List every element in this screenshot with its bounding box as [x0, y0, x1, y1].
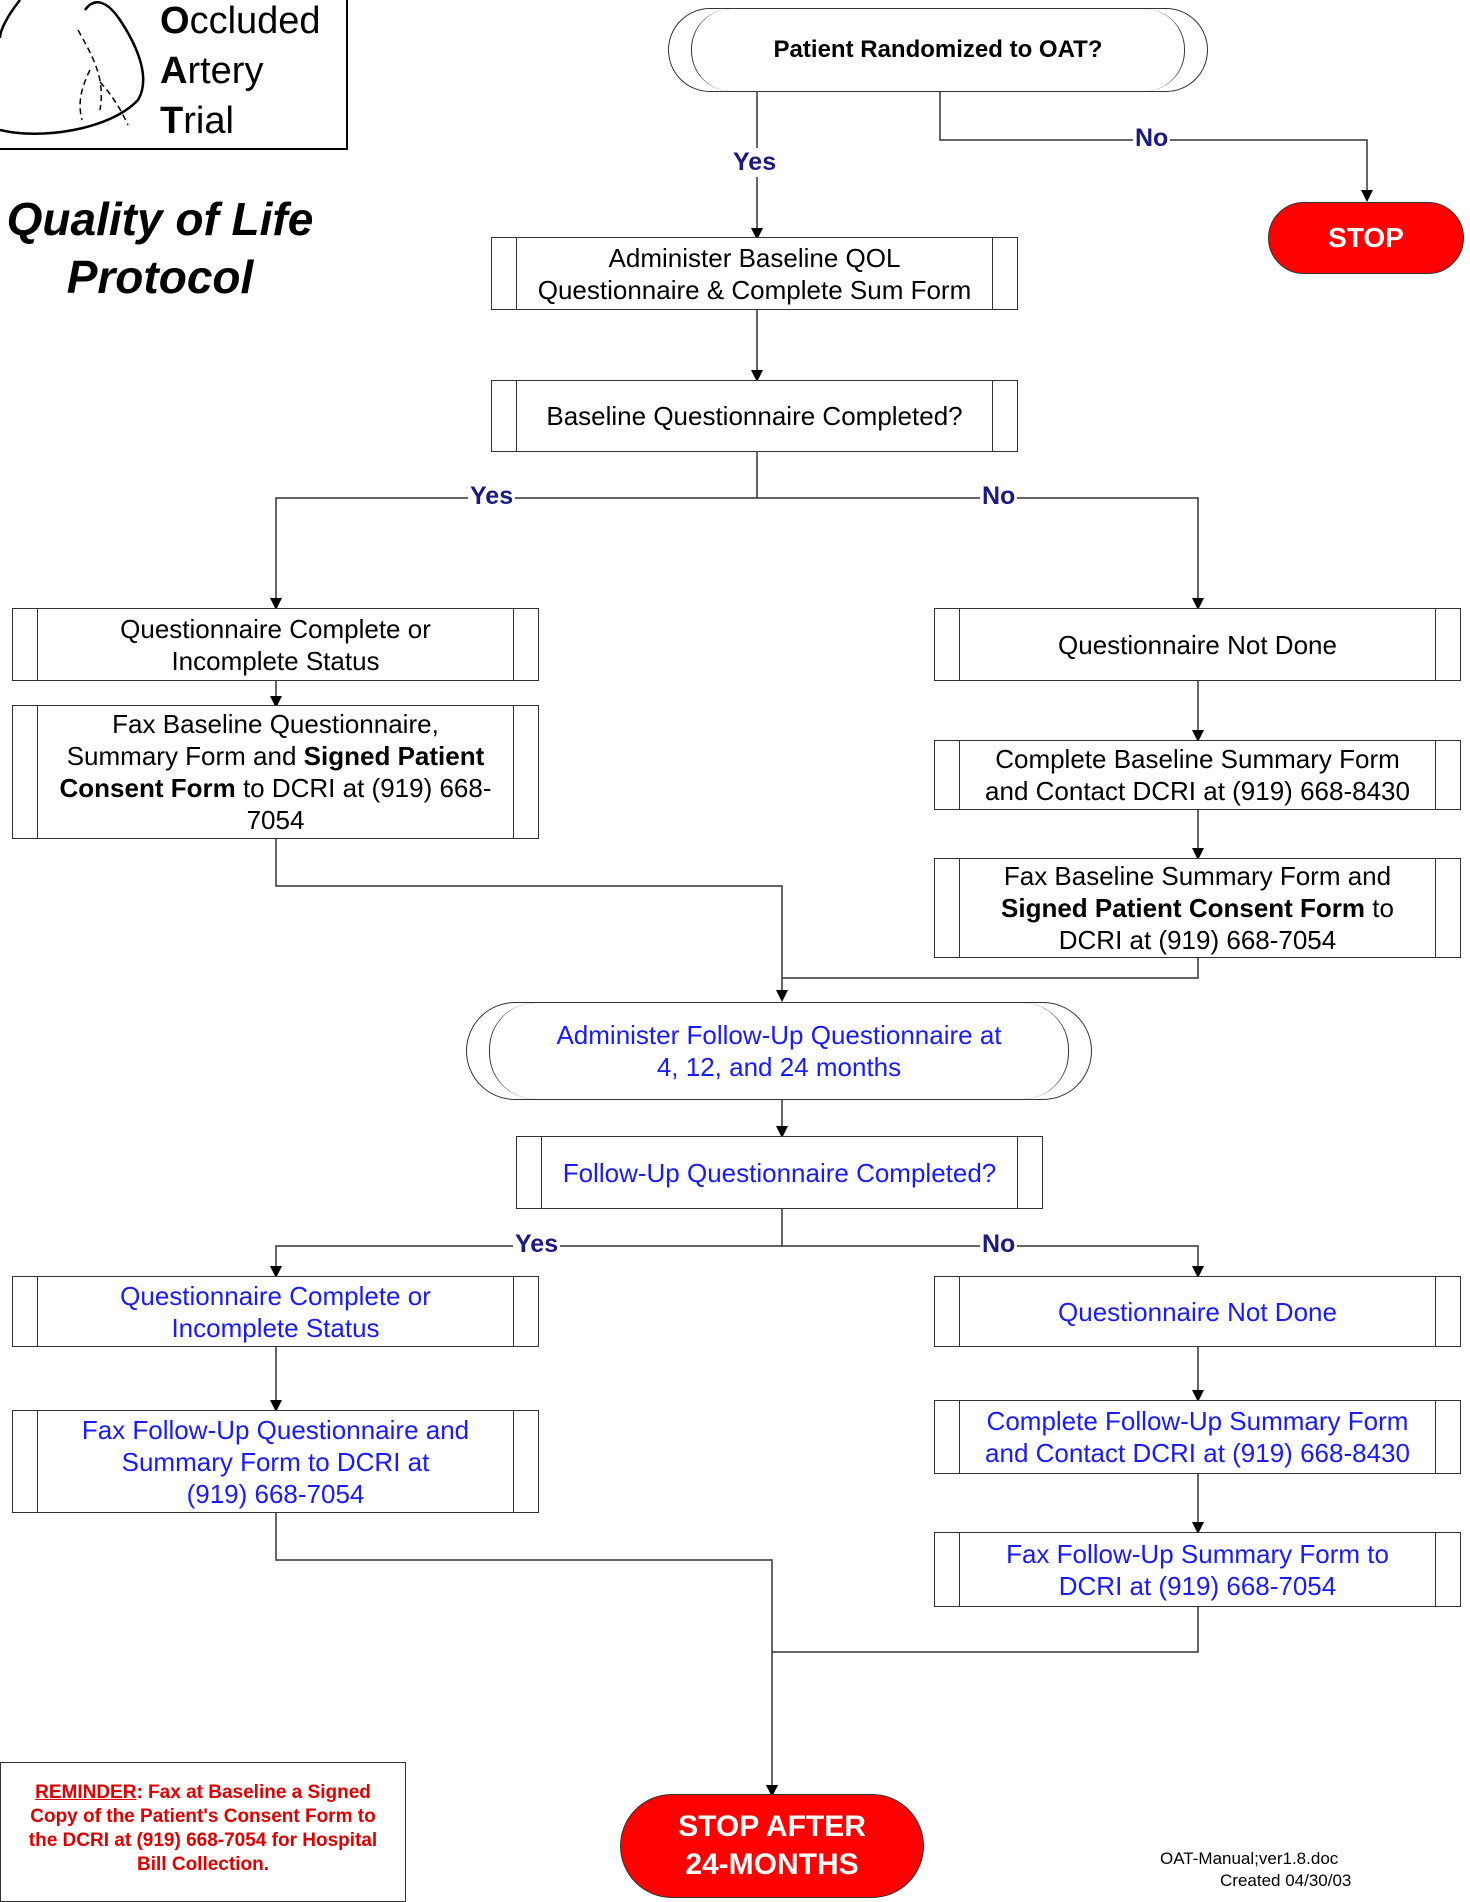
label-followup-no: No	[980, 1230, 1018, 1259]
logo-line-trial: Trial	[160, 100, 234, 142]
edge-fax-baseline-merge	[275, 839, 788, 1002]
node-fax-baseline: Fax Baseline Questionnaire, Summary Form…	[12, 705, 539, 839]
logo-line-occluded: Occluded	[160, 0, 321, 42]
node-fax-baseline-summary: Fax Baseline Summary Form and Signed Pat…	[934, 858, 1461, 958]
edge-baseline-no	[757, 497, 1204, 610]
edge-followup-no	[782, 1245, 1204, 1278]
logo-line-artery: Artery	[160, 50, 264, 92]
edge-baseline-split	[270, 452, 758, 610]
edge-fu-faxsum-merge	[772, 1607, 1199, 1653]
label-baseline-yes: Yes	[468, 482, 516, 511]
label-baseline-no: No	[980, 482, 1018, 511]
reminder-box: REMINDER: Fax at Baseline a Signed Copy …	[0, 1762, 406, 1902]
page-title: Quality of Life Protocol	[6, 193, 314, 303]
node-patient-randomized: Patient Randomized to OAT?	[668, 8, 1208, 92]
oat-logo: Occluded Artery Trial	[0, 0, 348, 150]
node-followup-completed: Follow-Up Questionnaire Completed?	[516, 1136, 1043, 1209]
node-fax-followup: Fax Follow-Up Questionnaire and Summary …	[12, 1410, 539, 1513]
heart-logo-icon	[0, 0, 145, 135]
node-questionnaire-not-done: Questionnaire Not Done	[934, 608, 1461, 681]
node-stop-top: STOP	[1268, 202, 1464, 274]
node-followup-questionnaire-not-done: Questionnaire Not Done	[934, 1276, 1461, 1347]
label-randomized-no: No	[1133, 124, 1171, 153]
node-baseline-completed: Baseline Questionnaire Completed?	[491, 380, 1018, 452]
edge-fu-fax-merge	[275, 1513, 778, 1797]
footer-info: OAT-Manual;ver1.8.doc Created 04/30/03	[1160, 1849, 1352, 1890]
label-followup-yes: Yes	[513, 1230, 561, 1259]
label-randomized-yes: Yes	[731, 148, 779, 177]
edge-faxsum-merge	[782, 958, 1199, 979]
